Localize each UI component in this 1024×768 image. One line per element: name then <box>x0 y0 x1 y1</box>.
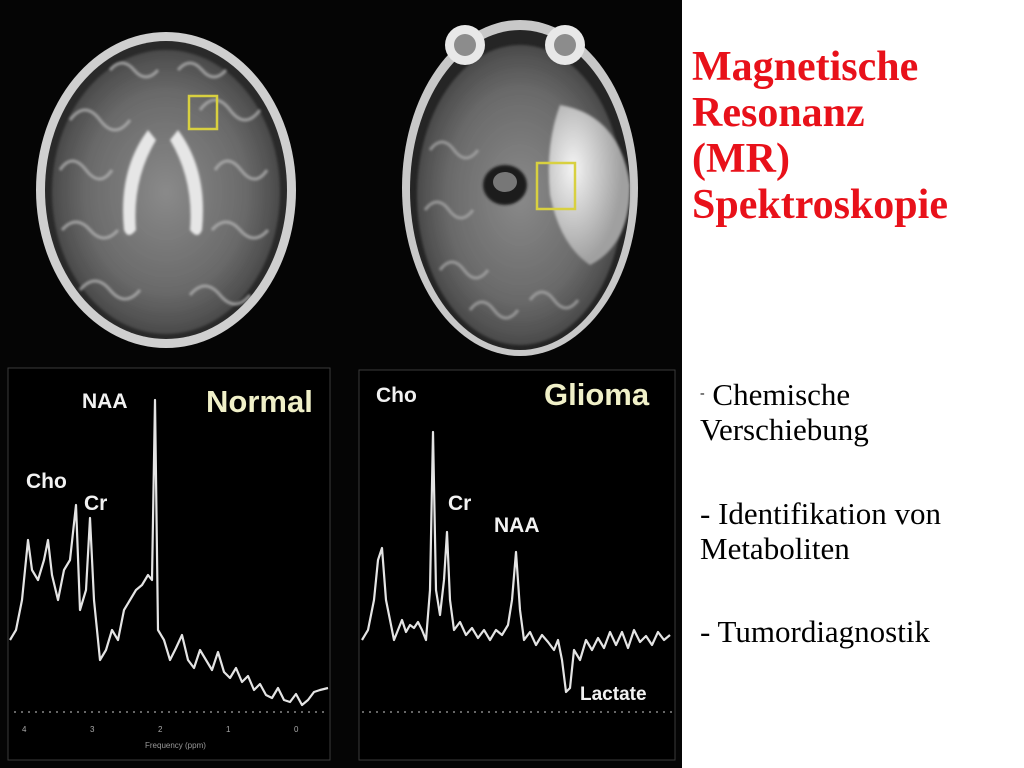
glioma-lactate-label: Lactate <box>580 684 647 705</box>
normal-axis-caption: Frequency (ppm) <box>145 741 206 750</box>
bullet-dash: - <box>700 614 711 649</box>
svg-text:4: 4 <box>22 725 27 734</box>
normal-spectrum-trace <box>9 398 329 707</box>
glioma-brain-mri <box>402 20 638 356</box>
glioma-naa-label: NAA <box>494 514 540 537</box>
title-line-3: (MR) <box>692 136 790 182</box>
svg-text:1: 1 <box>226 725 231 734</box>
normal-cr-label: Cr <box>84 492 107 515</box>
bullet-text: Tumordiagnostik <box>717 614 930 649</box>
bullet-text: Identifikation von <box>718 496 942 531</box>
bullet-chemical-shift: - Chemische Verschiebung <box>700 376 1016 447</box>
svg-text:0: 0 <box>294 725 299 734</box>
slide-text-panel: Magnetische Resonanz (MR) Spektroskopie … <box>692 44 1018 649</box>
bullet-text: Chemische <box>712 377 851 412</box>
bullet-metabolite-identification: - Identifikation von Metaboliten <box>700 496 1016 566</box>
normal-spectrum-panel: Normal NAA Cho Cr 4 3 2 1 0 Frequency (ppm) <box>7 367 331 761</box>
title-line-4: Spektroskopie <box>692 182 948 228</box>
svg-text:3: 3 <box>90 725 95 734</box>
glioma-title: Glioma <box>544 377 650 412</box>
normal-title: Normal <box>206 384 313 419</box>
bullet-dash: - <box>700 386 705 401</box>
glioma-cho-label: Cho <box>376 384 417 407</box>
title-line-1: Magnetische <box>692 44 919 90</box>
normal-brain-mri <box>36 32 296 348</box>
normal-cho-label: Cho <box>26 470 67 493</box>
glioma-roi-box <box>535 161 577 211</box>
bullet-tumor-diagnostics: - Tumordiagnostik <box>700 614 1016 649</box>
glioma-cr-label: Cr <box>448 492 471 515</box>
title-line-2: Resonanz <box>692 90 865 136</box>
slide-title: Magnetische Resonanz (MR) Spektroskopie <box>692 44 1018 228</box>
glioma-spectrum-trace <box>361 430 671 694</box>
normal-naa-label: NAA <box>82 390 128 413</box>
bullet-text: Metaboliten <box>700 531 850 566</box>
mr-spectroscopy-figure: Normal NAA Cho Cr 4 3 2 1 0 Frequency (ppm)… <box>0 0 682 768</box>
normal-roi-box <box>187 94 219 131</box>
svg-text:2: 2 <box>158 725 163 734</box>
bullet-dash: - <box>700 496 711 531</box>
mri-comparison-graphic: Normal NAA Cho Cr 4 3 2 1 0 Frequency (ppm)… <box>7 20 676 761</box>
glioma-spectrum-panel: Glioma Cho Cr NAA Lactate <box>358 369 676 761</box>
bullet-text: Verschiebung <box>700 412 869 447</box>
